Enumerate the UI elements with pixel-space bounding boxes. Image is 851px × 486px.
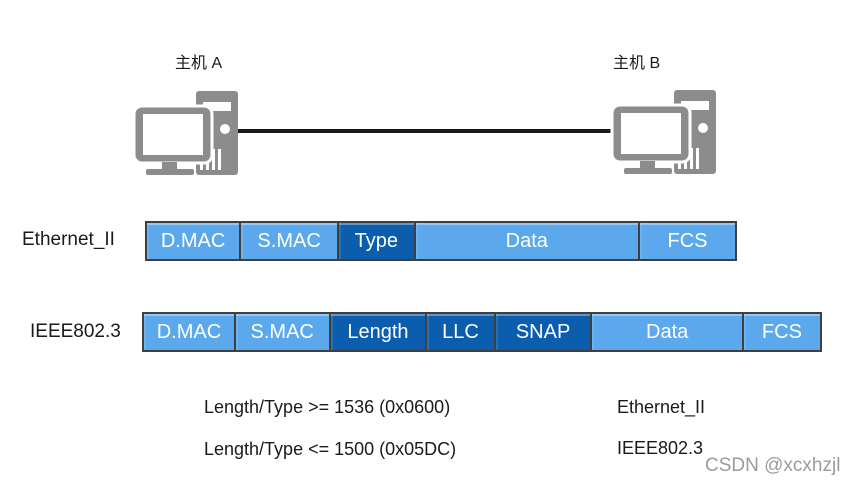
frame-field-d-mac: D.MAC (147, 223, 240, 259)
frame-field-fcs: FCS (743, 314, 821, 350)
network-cable (236, 129, 612, 133)
computer-icon (132, 91, 238, 175)
frame-field-length: Length (330, 314, 426, 350)
computer-icon (610, 90, 716, 174)
frame-field-fcs: FCS (639, 223, 735, 259)
frame-label-ethernet-ii: Ethernet_II (22, 229, 115, 250)
frame-field-s-mac: S.MAC (235, 314, 329, 350)
frame-field-data: Data (415, 223, 638, 259)
frame-field-llc: LLC (427, 314, 494, 350)
note-frame-name-1: Ethernet_II (617, 397, 706, 417)
note-frame-name-2: IEEE802.3 (617, 438, 704, 458)
watermark: CSDN @xcxhzjl (705, 455, 841, 476)
frame-field-snap: SNAP (495, 314, 591, 350)
frame-label-ieee802-3: IEEE802.3 (30, 321, 121, 342)
host-a-label: 主机 A (175, 55, 223, 72)
note-length-type-rule-1: Length/Type >= 1536 (0x0600) (204, 397, 451, 417)
frame-field-type: Type (339, 223, 414, 259)
host-b-label: 主机 B (613, 55, 661, 72)
frame-field-d-mac: D.MAC (144, 314, 234, 350)
frame-field-s-mac: S.MAC (241, 223, 338, 259)
note-length-type-rule-2: Length/Type <= 1500 (0x05DC) (204, 439, 457, 459)
frame-field-data: Data (592, 314, 742, 350)
